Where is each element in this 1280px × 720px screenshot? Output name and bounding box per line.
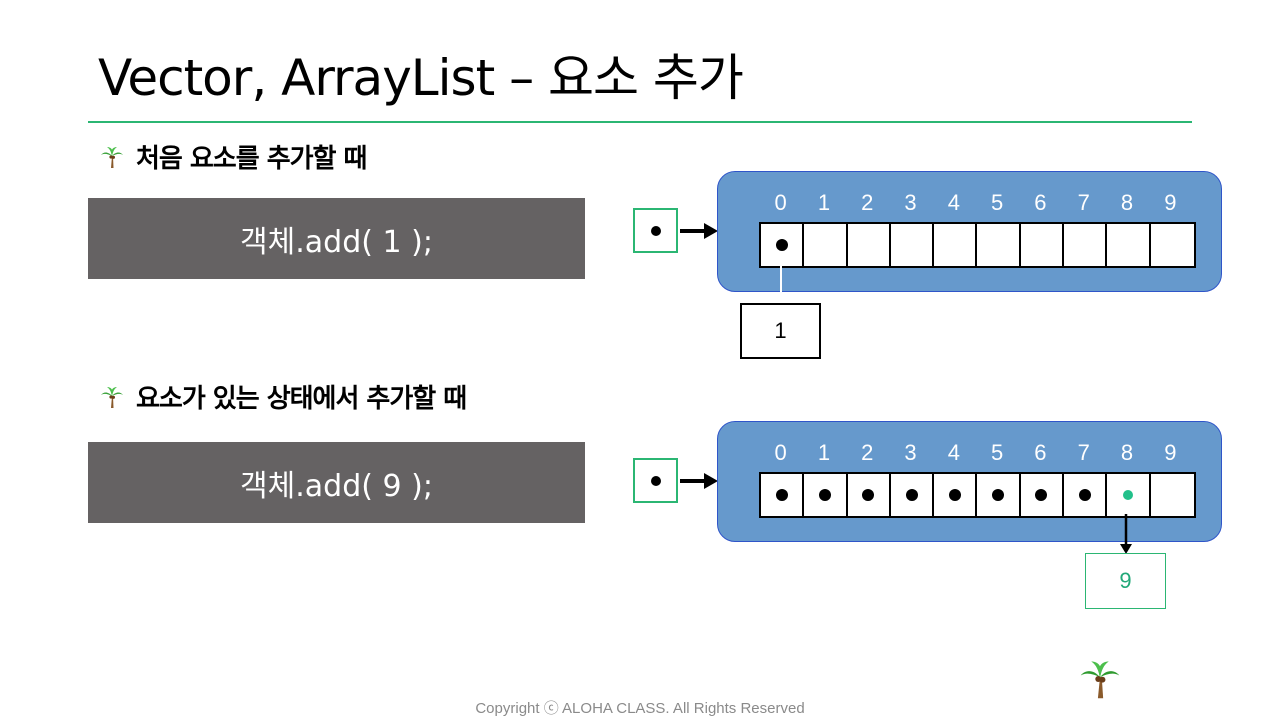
arrow-down-icon — [1120, 514, 1132, 554]
array-cell — [1021, 474, 1065, 516]
index-label: 7 — [1077, 190, 1090, 215]
index-label: 1 — [817, 440, 831, 465]
code-text-2: 객체.add( 9 ); — [240, 468, 433, 504]
element-dot — [948, 489, 961, 501]
index-label: 2 — [861, 190, 874, 215]
reference-box-2 — [633, 458, 678, 503]
section-1-label: 처음 요소를 추가할 때 — [136, 144, 367, 174]
reference-dot — [650, 475, 661, 486]
array-cell — [891, 474, 935, 516]
index-label: 8 — [1120, 190, 1134, 215]
index-row: 0 1 2 3 4 5 6 7 8 9 — [759, 440, 1192, 466]
index-label: 3 — [904, 190, 917, 215]
array-container-2: 0 1 2 3 4 5 6 7 8 9 — [717, 421, 1222, 542]
array-cell — [1064, 474, 1108, 516]
arrow-right-icon — [680, 473, 718, 489]
array-cell — [804, 224, 848, 266]
page-title: Vector, ArrayList – 요소 추가 — [98, 49, 744, 107]
array-cell — [891, 224, 935, 266]
array-cell — [1151, 474, 1194, 516]
element-dot — [992, 489, 1005, 501]
array-cell — [977, 224, 1021, 266]
array-cell — [761, 474, 805, 516]
index-label: 2 — [861, 440, 874, 465]
connector-line-1 — [780, 262, 782, 304]
palm-tree-icon — [101, 146, 123, 168]
code-box-1: 객체.add( 1 ); — [88, 198, 585, 279]
array-cell — [934, 474, 978, 516]
index-label: 9 — [1164, 190, 1177, 215]
element-dot — [1123, 490, 1134, 500]
array-cell — [977, 474, 1021, 516]
element-dot — [862, 489, 875, 501]
reference-dot — [650, 225, 661, 236]
array-cell — [1107, 224, 1151, 266]
cell-row — [759, 222, 1196, 268]
array-cell — [934, 224, 978, 266]
section-1-heading: 처음 요소를 추가할 때 — [100, 138, 367, 175]
element-dot — [1078, 489, 1091, 501]
index-label: 4 — [947, 440, 960, 465]
index-label: 9 — [1164, 440, 1177, 465]
copyright-footer: Copyright ⓒ ALOHA CLASS. All Rights Rese… — [475, 700, 805, 717]
array-cell — [848, 224, 891, 266]
code-text-1: 객체.add( 1 ); — [240, 224, 433, 260]
cell-row — [759, 472, 1196, 518]
array-cell — [804, 474, 848, 516]
index-label: 4 — [947, 190, 960, 215]
index-label: 1 — [817, 190, 831, 215]
index-label: 7 — [1077, 440, 1090, 465]
array-cell — [1107, 474, 1151, 516]
value-box-2: 9 — [1085, 553, 1166, 609]
element-dot — [818, 489, 831, 501]
index-label: 6 — [1034, 440, 1047, 465]
array-cell — [1021, 224, 1065, 266]
title-divider — [88, 121, 1192, 123]
element-dot — [905, 489, 918, 501]
palm-tree-icon — [101, 386, 123, 408]
index-label: 3 — [904, 440, 917, 465]
code-box-2: 객체.add( 9 ); — [88, 442, 585, 523]
index-row: 0 1 2 3 4 5 6 7 8 9 — [759, 190, 1192, 216]
array-cell — [848, 474, 891, 516]
index-label: 0 — [774, 440, 787, 465]
section-2-label: 요소가 있는 상태에서 추가할 때 — [136, 384, 467, 414]
index-label: 8 — [1120, 440, 1134, 465]
array-cell — [1064, 224, 1108, 266]
element-dot — [1035, 489, 1048, 501]
arrow-right-icon — [680, 223, 718, 239]
palm-tree-icon — [1080, 661, 1120, 699]
index-label: 5 — [991, 440, 1004, 465]
array-cell — [1151, 224, 1194, 266]
value-box-1: 1 — [740, 303, 821, 359]
section-2-heading: 요소가 있는 상태에서 추가할 때 — [100, 378, 467, 415]
array-container-1: 0 1 2 3 4 5 6 7 8 9 — [717, 171, 1222, 292]
array-cell — [761, 224, 805, 266]
index-label: 5 — [991, 190, 1004, 215]
index-label: 0 — [774, 190, 787, 215]
element-dot — [775, 489, 788, 501]
index-label: 6 — [1034, 190, 1047, 215]
element-dot — [775, 239, 788, 251]
reference-box-1 — [633, 208, 678, 253]
